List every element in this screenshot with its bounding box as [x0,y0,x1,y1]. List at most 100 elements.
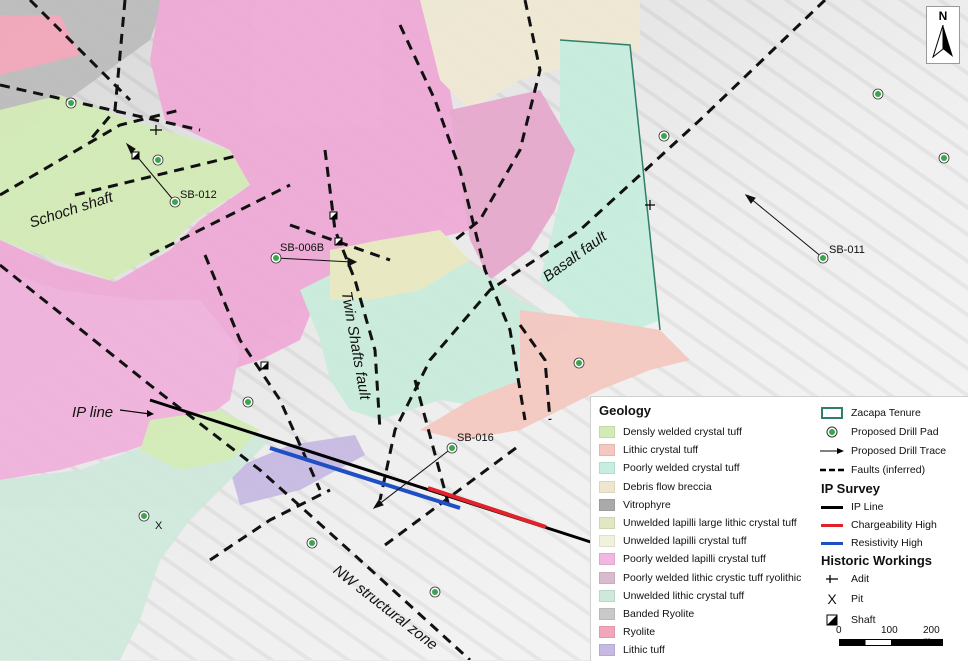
legend-geology-item: Lithic crystal tuff [599,442,698,458]
drill-pad[interactable] [817,252,829,264]
legend-faults-label: Faults (inferred) [851,464,926,476]
fault-12 [378,0,827,501]
drill-pad[interactable] [152,154,164,166]
legend-geology-item: Unwelded lapilli crystal tuff [599,533,747,549]
legend-shaft: Shaft [819,612,876,628]
legend-tenure: Zacapa Tenure [819,405,921,421]
shaft-symbol [131,151,140,160]
geology-label: Vitrophyre [623,498,671,511]
shaft-icon [819,613,845,627]
legend-tenure-label: Zacapa Tenure [851,407,921,419]
ip-line-icon [819,500,845,514]
geology-swatch [599,608,615,620]
scale-bar: 0 100 200 m [833,625,943,655]
trace-sb-012-head [125,142,136,154]
scale-label-0: 0 [836,625,842,636]
fault-8 [203,254,322,491]
geology-label: Poorly welded lapilli crystal tuff [623,553,766,566]
legend-faults: Faults (inferred) [819,462,925,478]
north-arrow-icon [932,25,953,59]
legend-resistivity: Resistivity High [819,535,923,551]
fault-11 [518,324,552,421]
geology-swatch [599,553,615,566]
geology-swatch [599,626,615,639]
drill-pad-label-sb-011: SB-011 [829,244,865,256]
drill-pad[interactable] [138,510,150,522]
legend-geology-item: Vitrophyre [599,497,671,513]
adit-icon [819,572,845,586]
drill-pad[interactable] [573,357,585,369]
fault-16 [209,488,331,562]
geology-layer [0,0,690,660]
legend-drill-trace: Proposed Drill Trace [819,443,946,459]
fault-4 [74,153,241,197]
geology-swatch [599,589,615,602]
drill-pad[interactable] [270,252,282,264]
adit-symbol [150,125,162,135]
drill-pad[interactable] [242,396,254,408]
legend-geology-item: Poorly welded lapilli crystal tuff [599,551,766,567]
geology-label: Unwelded lithic crystal tuff [623,589,745,602]
drill-pad[interactable] [306,537,318,549]
geology-label: Unwelded lapilli crystal tuff [623,535,747,548]
scale-bar-graphic [839,639,943,646]
unit-unwelded-lithic-sw [0,420,270,660]
legend-adit-label: Adit [851,573,870,585]
drill-pad[interactable] [938,152,950,164]
geology-swatch [599,462,615,475]
scale-label-100: 100 [881,625,898,636]
legend-chargeability: Chargeability High [819,517,937,533]
drill-pad[interactable] [446,442,458,454]
drill-pad-label-sb-016: SB-016 [457,432,494,444]
geology-swatch [599,535,615,548]
resistivity-high [269,446,461,510]
legend-geology-item: Ryolite [599,624,655,640]
legend-chargeability-label: Chargeability High [851,519,937,531]
legend-drill-pad-label: Proposed Drill Pad [851,426,939,438]
legend-geology-item: Unwelded lithic crystal tuff [599,588,744,604]
geology-swatch [599,444,615,457]
fault-17 [0,263,472,660]
geology-swatch [599,498,615,511]
trace-sb-006b [275,257,353,263]
geology-label: Debris flow breccia [623,480,712,493]
trace-sb-006b-head [347,257,358,267]
drill-pad[interactable] [169,196,181,208]
legend-ip-survey-title: IP Survey [821,481,881,496]
drill-pad[interactable] [65,97,77,109]
north-label: N [938,9,948,23]
legend-drill-trace-label: Proposed Drill Trace [851,445,947,457]
geology-label: Lithic tuff [623,644,665,657]
fault-15 [384,443,521,547]
shaft-symbol [260,361,269,370]
legend-geology-item: Debris flow breccia [599,479,712,495]
fault-10 [454,0,542,242]
unit-debris-yellow-mid [330,230,470,300]
legend-geology-item: Lithic tuff [599,642,665,658]
unit-pink-central [450,90,575,280]
adit-symbol [645,200,655,210]
geology-label: Lithic crystal tuff [623,444,699,457]
drill-pad-label-sb-006b: SB-006B [280,242,325,254]
legend-adit: Adit [819,571,869,587]
geology-label: Densly welded crystal tuff [623,426,742,438]
drill-pad-icon [819,425,845,439]
trace-sb-016 [377,447,453,506]
drill-pad-label-sb-012: SB-012 [180,189,217,201]
drill-pad[interactable] [429,586,441,598]
unit-densly-welded-west [0,95,250,280]
drill-pad[interactable] [658,130,670,142]
legend-geology-title: Geology [599,403,652,418]
legend-geology-item: Densly welded crystal tuff [599,424,742,440]
drill-pad[interactable] [872,88,884,100]
geology-label: Poorly welded lithic crystic tuff ryolit… [623,571,802,584]
drill-traces [125,142,824,509]
geology-label: Poorly welded crystal tuff [623,462,740,475]
geology-swatch [599,480,615,493]
fault-3 [0,108,181,197]
fault-5 [149,183,291,257]
legend-historic-title: Historic Workings [821,553,933,568]
geology-label: Banded Ryolite [623,608,695,620]
